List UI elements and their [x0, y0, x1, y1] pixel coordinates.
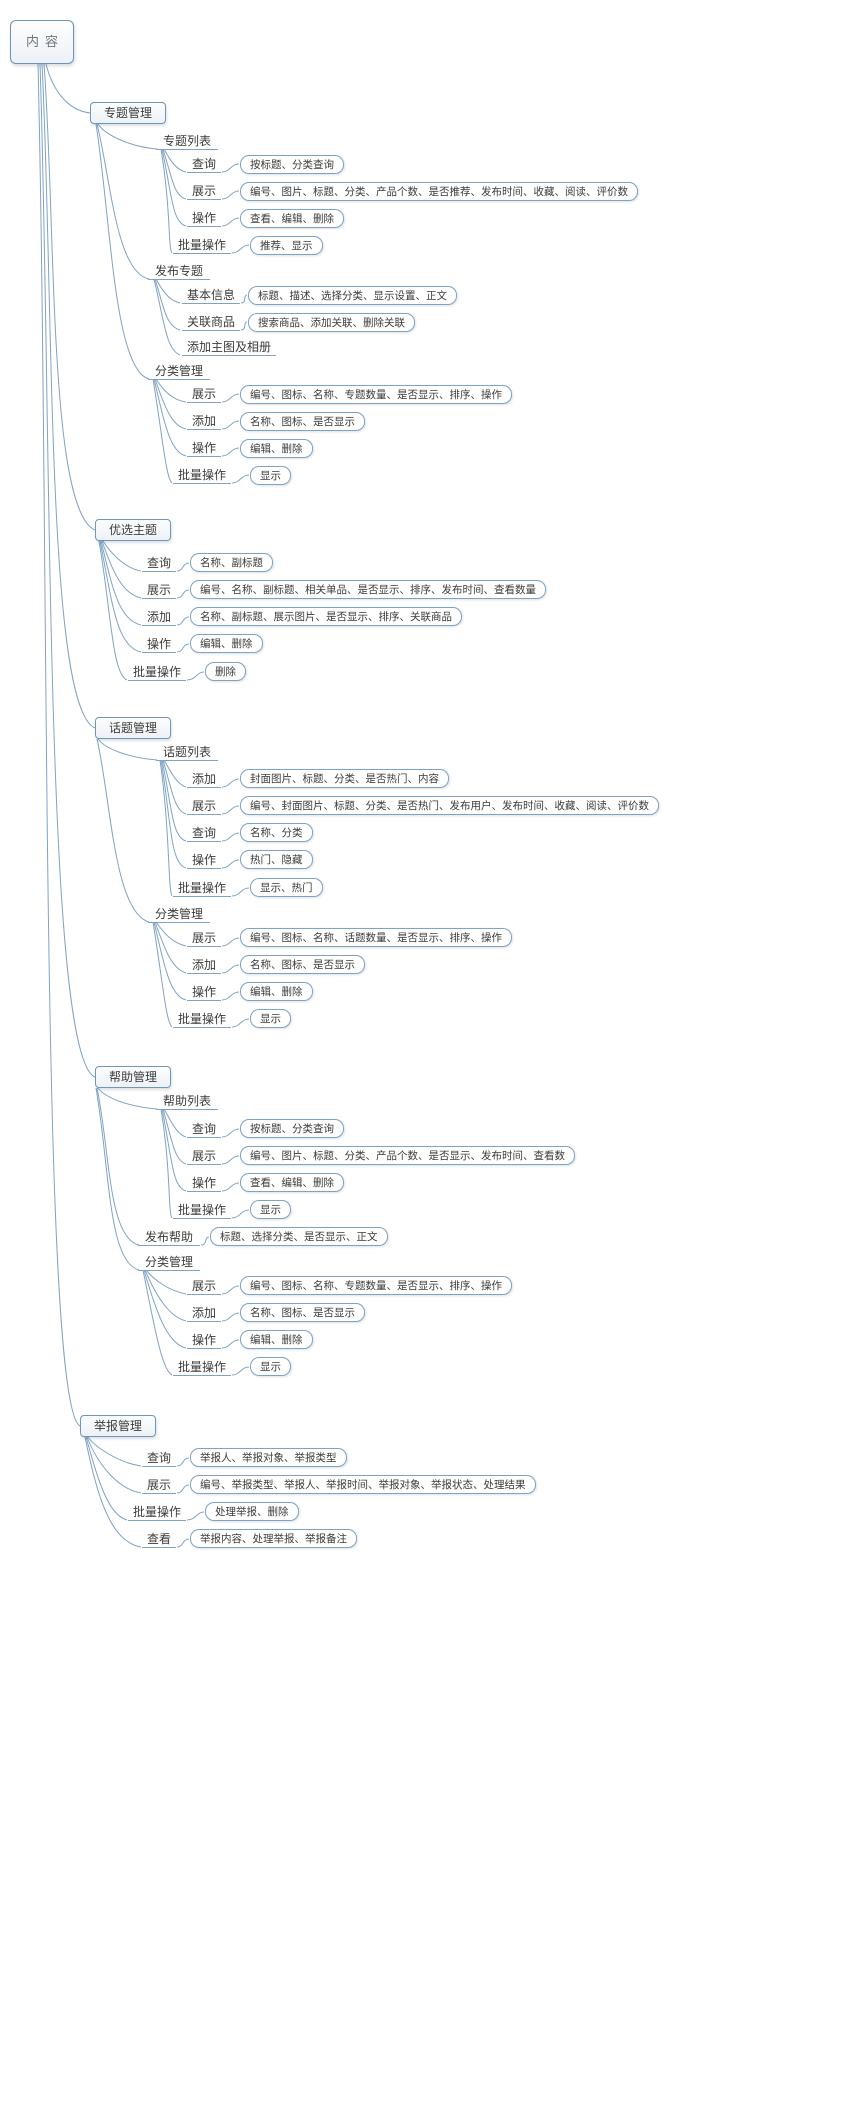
detail-node[interactable]: 编号、图标、名称、话题数量、是否显示、排序、操作	[240, 928, 512, 947]
row-batch-actions[interactable]: 批量操作	[173, 467, 231, 484]
detail-node[interactable]: 编辑、删除	[240, 439, 313, 458]
detail-node[interactable]: 按标题、分类查询	[240, 155, 344, 174]
row-display[interactable]: 展示	[187, 183, 221, 200]
detail-node[interactable]: 显示	[250, 1357, 291, 1376]
row-query[interactable]: 查询	[187, 825, 221, 842]
connectors	[37, 63, 250, 1548]
group-publish-help[interactable]: 发布帮助	[138, 1229, 200, 1246]
row-add[interactable]: 添加	[187, 771, 221, 788]
detail-node[interactable]: 编辑、删除	[190, 634, 263, 653]
branch-report-management[interactable]: 举报管理	[80, 1415, 156, 1437]
detail-node[interactable]: 编号、名称、副标题、相关单品、是否显示、排序、发布时间、查看数量	[190, 580, 546, 599]
row-batch-actions[interactable]: 批量操作	[128, 1504, 186, 1521]
detail-node[interactable]: 显示	[250, 1009, 291, 1028]
detail-node[interactable]: 编号、图片、标题、分类、产品个数、是否推荐、发布时间、收藏、阅读、评价数	[240, 182, 638, 201]
row-view[interactable]: 查看	[142, 1531, 176, 1548]
row-batch-actions[interactable]: 批量操作	[173, 1202, 231, 1219]
row-display[interactable]: 展示	[187, 386, 221, 403]
detail-node[interactable]: 名称、分类	[240, 823, 313, 842]
detail-node[interactable]: 名称、副标题、展示图片、是否显示、排序、关联商品	[190, 607, 462, 626]
detail-node[interactable]: 举报人、举报对象、举报类型	[190, 1448, 347, 1467]
detail-node[interactable]: 显示	[250, 466, 291, 485]
group-category-management[interactable]: 分类管理	[148, 906, 210, 923]
detail-node[interactable]: 编号、图标、名称、专题数量、是否显示、排序、操作	[240, 385, 512, 404]
detail-node[interactable]: 处理举报、删除	[205, 1502, 299, 1521]
row-batch-actions[interactable]: 批量操作	[173, 1011, 231, 1028]
detail-node[interactable]: 显示	[250, 1200, 291, 1219]
group-category-management[interactable]: 分类管理	[138, 1254, 200, 1271]
detail-node[interactable]: 显示、热门	[250, 878, 323, 897]
detail-node[interactable]: 名称、副标题	[190, 553, 273, 572]
detail-node[interactable]: 查看、编辑、删除	[240, 209, 344, 228]
row-display[interactable]: 展示	[142, 1477, 176, 1494]
row-batch-actions[interactable]: 批量操作	[173, 1359, 231, 1376]
row-actions[interactable]: 操作	[187, 210, 221, 227]
row-display[interactable]: 展示	[187, 1148, 221, 1165]
row-query[interactable]: 查询	[142, 1450, 176, 1467]
row-actions[interactable]: 操作	[187, 440, 221, 457]
row-add[interactable]: 添加	[142, 609, 176, 626]
row-display[interactable]: 展示	[187, 798, 221, 815]
row-query[interactable]: 查询	[142, 555, 176, 572]
row-basic-info[interactable]: 基本信息	[182, 287, 240, 304]
row-actions[interactable]: 操作	[142, 636, 176, 653]
row-actions[interactable]: 操作	[187, 1175, 221, 1192]
group-topic-list[interactable]: 专题列表	[156, 133, 218, 150]
detail-node[interactable]: 推荐、显示	[250, 236, 323, 255]
row-actions[interactable]: 操作	[187, 1332, 221, 1349]
detail-node[interactable]: 编辑、删除	[240, 1330, 313, 1349]
row-query[interactable]: 查询	[187, 1121, 221, 1138]
detail-node[interactable]: 热门、隐藏	[240, 850, 313, 869]
row-related-products[interactable]: 关联商品	[182, 314, 240, 331]
branch-topic-management[interactable]: 话题管理	[95, 717, 171, 739]
branch-special-topic-management[interactable]: 专题管理	[90, 102, 166, 124]
detail-node[interactable]: 封面图片、标题、分类、是否热门、内容	[240, 769, 449, 788]
detail-node[interactable]: 名称、图标、是否显示	[240, 955, 365, 974]
root-node[interactable]: 内容	[10, 20, 74, 64]
row-actions[interactable]: 操作	[187, 984, 221, 1001]
row-query[interactable]: 查询	[187, 156, 221, 173]
row-add[interactable]: 添加	[187, 957, 221, 974]
group-topic-list[interactable]: 话题列表	[156, 744, 218, 761]
detail-node[interactable]: 举报内容、处理举报、举报备注	[190, 1529, 357, 1548]
detail-node[interactable]: 编号、举报类型、举报人、举报时间、举报对象、举报状态、处理结果	[190, 1475, 536, 1494]
detail-node[interactable]: 编号、封面图片、标题、分类、是否热门、发布用户、发布时间、收藏、阅读、评价数	[240, 796, 659, 815]
row-batch-actions[interactable]: 批量操作	[173, 237, 231, 254]
row-add-main-image-album[interactable]: 添加主图及相册	[182, 339, 276, 356]
detail-node[interactable]: 标题、选择分类、是否显示、正文	[210, 1227, 388, 1246]
branch-featured-themes[interactable]: 优选主题	[95, 519, 171, 541]
detail-node[interactable]: 名称、图标、是否显示	[240, 1303, 365, 1322]
detail-node[interactable]: 删除	[205, 662, 246, 681]
row-display[interactable]: 展示	[187, 1278, 221, 1295]
detail-node[interactable]: 搜索商品、添加关联、删除关联	[248, 313, 415, 332]
group-publish-topic[interactable]: 发布专题	[148, 263, 210, 280]
row-batch-actions[interactable]: 批量操作	[128, 664, 186, 681]
branch-help-management[interactable]: 帮助管理	[95, 1066, 171, 1088]
group-help-list[interactable]: 帮助列表	[156, 1093, 218, 1110]
row-batch-actions[interactable]: 批量操作	[173, 880, 231, 897]
detail-node[interactable]: 编号、图标、名称、专题数量、是否显示、排序、操作	[240, 1276, 512, 1295]
detail-node[interactable]: 标题、描述、选择分类、显示设置、正文	[248, 286, 457, 305]
detail-node[interactable]: 查看、编辑、删除	[240, 1173, 344, 1192]
row-actions[interactable]: 操作	[187, 852, 221, 869]
group-category-management[interactable]: 分类管理	[148, 363, 210, 380]
detail-node[interactable]: 编号、图片、标题、分类、产品个数、是否显示、发布时间、查看数	[240, 1146, 575, 1165]
row-display[interactable]: 展示	[142, 582, 176, 599]
detail-node[interactable]: 编辑、删除	[240, 982, 313, 1001]
detail-node[interactable]: 名称、图标、是否显示	[240, 412, 365, 431]
row-add[interactable]: 添加	[187, 1305, 221, 1322]
row-add[interactable]: 添加	[187, 413, 221, 430]
detail-node[interactable]: 按标题、分类查询	[240, 1119, 344, 1138]
row-display[interactable]: 展示	[187, 930, 221, 947]
